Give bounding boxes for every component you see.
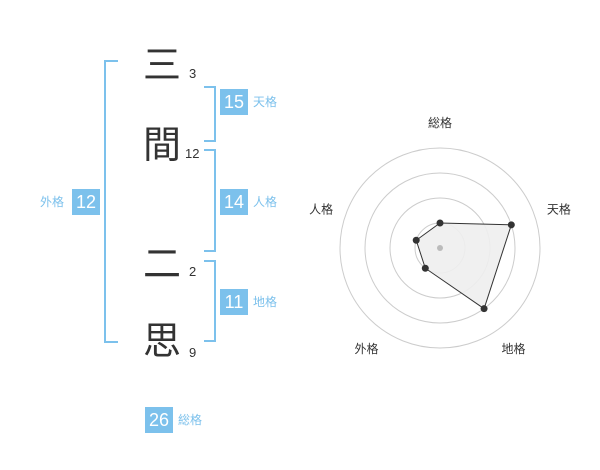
tenkaku-label: 天格 — [253, 95, 278, 109]
radar-axis-label-4: 外格 — [355, 341, 379, 356]
radar-point-4 — [421, 264, 429, 272]
name-char-1: 三 — [143, 43, 182, 87]
radar-point-3 — [480, 305, 488, 313]
radar-axis-label-5: 人格 — [309, 201, 333, 216]
stroke-count-2: 12 — [185, 146, 200, 161]
chikaku-label: 地格 — [253, 295, 278, 309]
radar-grid-ring-3 — [364, 172, 516, 324]
jinkaku-value-badge: 14 — [220, 189, 248, 215]
radar-point-2 — [507, 221, 515, 229]
radar-axis-label-2: 天格 — [547, 201, 571, 216]
radar-axis-label-3: 地格 — [501, 341, 525, 356]
radar-point-1 — [436, 219, 444, 227]
radar-data-polygon — [415, 222, 513, 310]
jinkaku-bracket — [204, 149, 216, 252]
chikaku-bracket — [204, 260, 216, 342]
jinkaku-label: 人格 — [253, 195, 278, 209]
tenkaku-bracket — [204, 86, 216, 142]
soukaku-label: 総格 — [178, 413, 203, 427]
name-char-3: 二 — [143, 242, 182, 286]
gaikaku-value-badge: 12 — [72, 189, 100, 215]
name-char-4: 思 — [143, 319, 182, 363]
chikaku-value-badge: 11 — [220, 289, 248, 315]
radar-center-point — [437, 245, 443, 251]
radar-point-5 — [412, 236, 420, 244]
soukaku-value-badge: 26 — [145, 407, 173, 433]
gaikaku-bracket — [104, 60, 118, 343]
name-char-2: 間 — [143, 123, 182, 167]
stroke-count-4: 9 — [189, 345, 197, 360]
tenkaku-value-badge: 15 — [220, 89, 248, 115]
gaikaku-label: 外格 — [40, 195, 65, 209]
radar-axis-label-1: 総格 — [428, 115, 452, 130]
radar-grid-ring-4 — [339, 147, 541, 349]
stroke-count-1: 3 — [189, 66, 197, 81]
stroke-count-3: 2 — [189, 264, 197, 279]
